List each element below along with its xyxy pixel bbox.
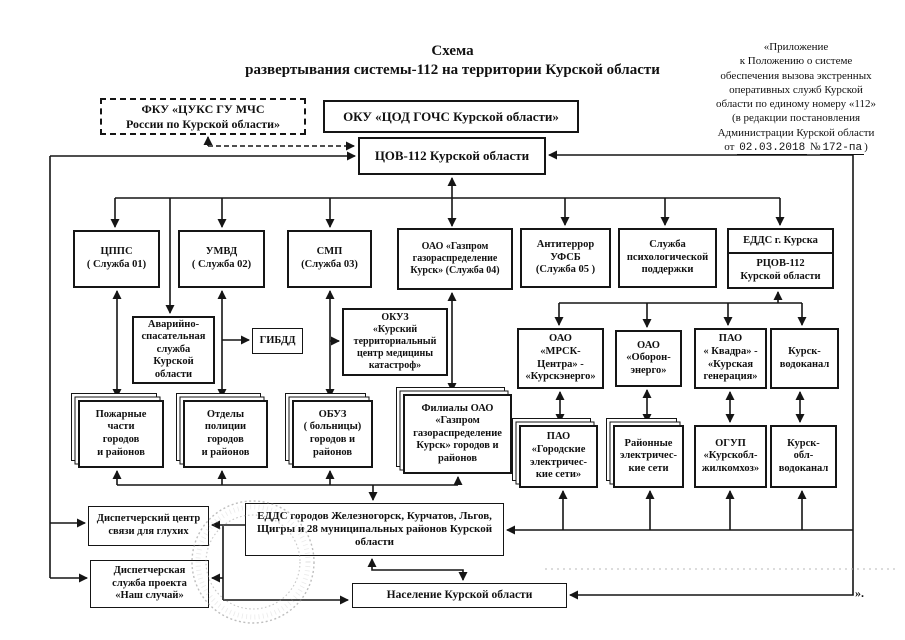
annotation-line: (в редакции постановления [731, 112, 861, 125]
node-umvd-service02: УМВД ( Служба 02) [178, 230, 265, 288]
number-value: 172-па [820, 142, 865, 156]
node-rescue-service: Аварийно- спасательная служба Курской об… [132, 316, 215, 384]
node-kvadra-generation: ПАО « Квадра» - «Курская генерация» [694, 328, 767, 389]
node-deaf-dispatch-center: Диспетчерский центр связи для глухих [88, 506, 209, 546]
node-city-electric-nets-label: ПАО «Городские электричес- кие сети» [519, 425, 598, 488]
node-oboronenergo: ОАО «Оборон- энерго» [615, 330, 682, 387]
title-line1: Схема [431, 43, 474, 59]
number-sign: № [809, 141, 821, 154]
legal-annotation: «Приложение к Положению о системе обеспе… [688, 40, 904, 156]
node-fire-units: Пожарные части городов и районов [71, 393, 164, 468]
node-kursk-vodokanal: Курск- водоканал [770, 328, 839, 389]
node-antiterror-service05: Антитеррор УФСБ (Служба 05 ) [520, 228, 611, 288]
node-smp-service03: СМП (Служба 03) [287, 230, 372, 288]
node-oku-cod-gochs: ОКУ «ЦОД ГОЧС Курской области» [323, 100, 579, 133]
node-city-electric-nets: ПАО «Городские электричес- кие сети» [512, 418, 598, 488]
node-hospitals-label: ОБУЗ ( больницы) городов и районов [292, 400, 373, 468]
node-nash-sluchay: Диспетчерская служба проекта «Наш случай… [90, 560, 209, 608]
node-edds-kursk: ЕДДС г. Курска [729, 230, 832, 254]
node-fire-units-label: Пожарные части городов и районов [78, 400, 164, 468]
node-psych-support: Служба психологической поддержки [618, 228, 717, 288]
annotation-line: «Приложение [763, 41, 829, 53]
node-gazprom-branches-label: Филиалы ОАО «Газпром газораспределение К… [403, 394, 512, 474]
node-oblvodokanal: Курск- обл- водоканал [770, 425, 837, 488]
annotation-line: оперативных служб Курской [729, 83, 863, 96]
annotation-line: Администрации Курской области [717, 126, 875, 139]
node-cpps-service01: ЦППС ( Служба 01) [73, 230, 160, 288]
node-district-electric-nets-label: Районные электричес- кие сети [613, 425, 684, 488]
title-line2: развертывания системы-112 на территории … [245, 61, 660, 78]
node-edds-municipal: ЕДДС городов Железногорск, Курчатов, Льг… [245, 503, 504, 556]
node-hospitals: ОБУЗ ( больницы) городов и районов [285, 393, 373, 468]
node-ogup-zhilkomkhoz: ОГУП «Курскобл- жилкомхоз» [694, 425, 767, 488]
node-police-units-label: Отделы полиции городов и районов [183, 400, 268, 468]
node-rcov-112: РЦОВ-112 Курской области [740, 257, 821, 282]
annotation-line: области по единому номеру «112» [716, 98, 876, 111]
annotation-line: обеспечения вызова экстренных [720, 69, 872, 82]
node-population: Население Курской области [352, 583, 567, 608]
node-mrsk-kurskenergo: ОАО «МРСК- Центра» - «Курскэнерго» [517, 328, 604, 389]
page-title: Схема развертывания системы-112 на терри… [0, 42, 905, 80]
node-gibdd: ГИБДД [252, 328, 303, 354]
date-prefix: от [724, 141, 735, 154]
node-edds-kursk-rcov: ЕДДС г. Курска РЦОВ-112 Курской области [727, 228, 834, 289]
node-gazprom-service04: ОАО «Газпром газораспределение Курск» (С… [397, 228, 513, 290]
date-value: 02.03.2018 [737, 142, 808, 156]
node-district-electric-nets: Районные электричес- кие сети [606, 418, 684, 488]
node-okuz-medicine: ОКУЗ «Курский территориальный центр меди… [342, 308, 448, 376]
node-cov-112: ЦОВ-112 Курской области [358, 137, 546, 175]
annotation-line: к Положению о системе [739, 55, 853, 68]
closing-quote-mark: ». [855, 586, 864, 600]
node-fku-cuks-mchs: ФКУ «ЦУКС ГУ МЧС России по Курской облас… [100, 98, 306, 135]
node-police-units: Отделы полиции городов и районов [176, 393, 268, 468]
node-gazprom-branches: Филиалы ОАО «Газпром газораспределение К… [396, 387, 512, 474]
paren: ) [864, 141, 868, 154]
